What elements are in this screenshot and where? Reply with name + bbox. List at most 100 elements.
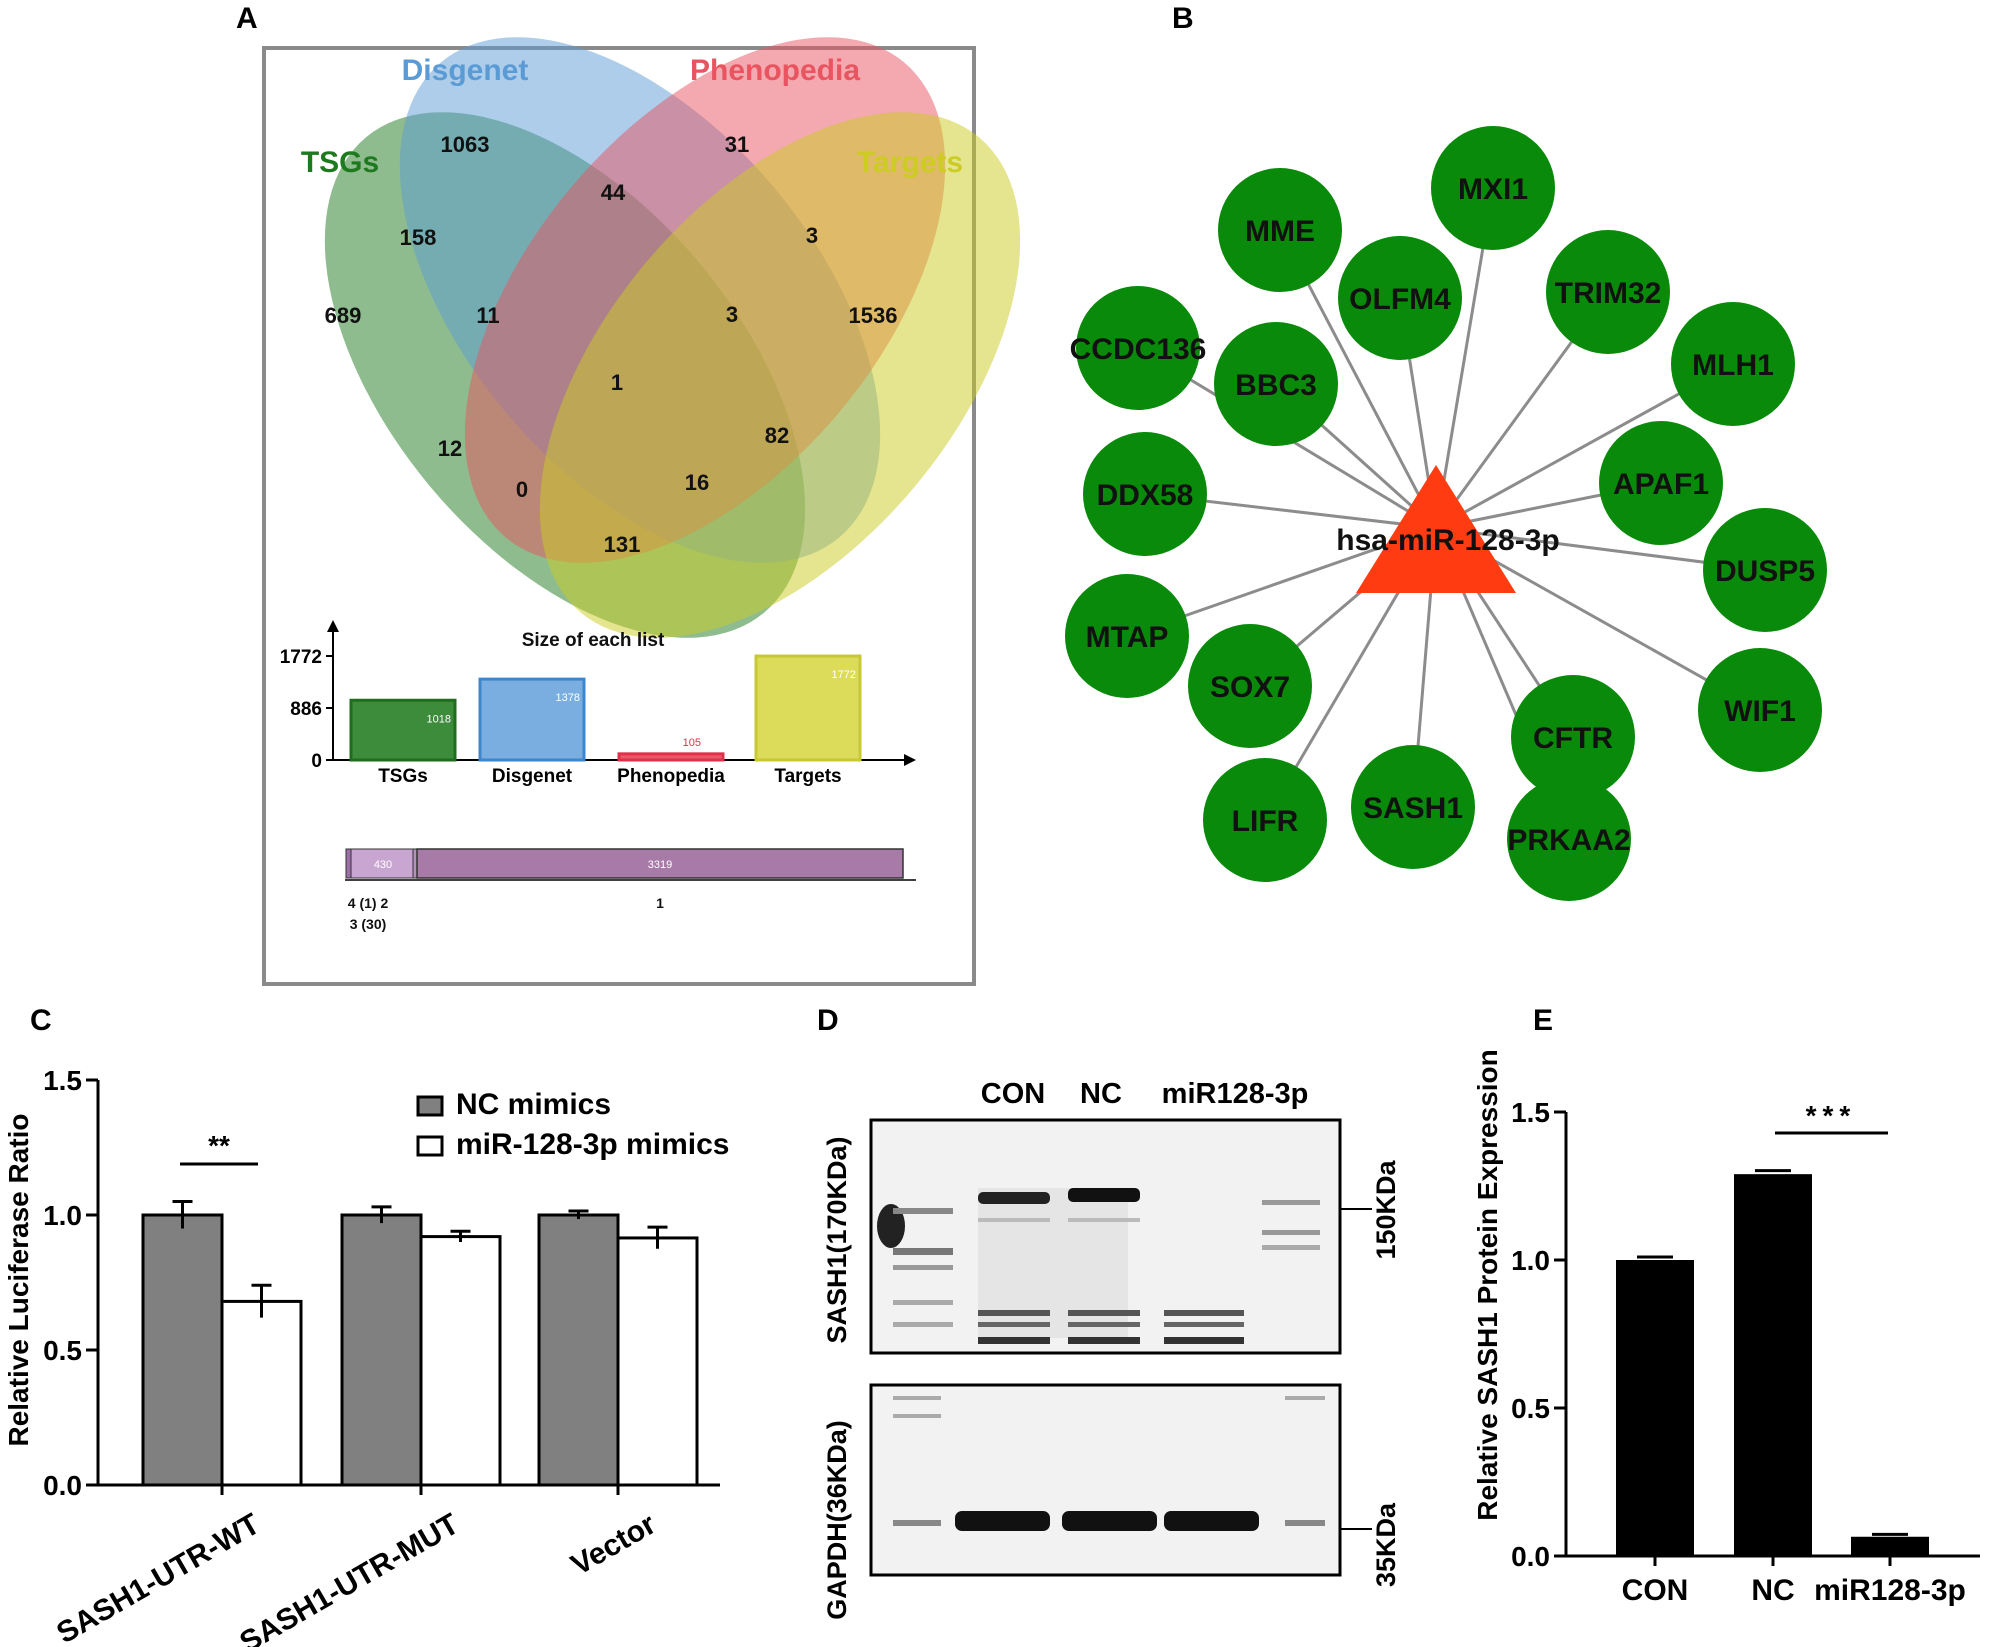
network-node: MXI1 [1431,126,1555,250]
network-node: CCDC136 [1070,286,1207,410]
ladder-band [1262,1230,1320,1235]
panel-label-d: D [817,1004,839,1037]
network-node-circle [1511,675,1635,799]
list-size-value-label: 105 [683,737,701,749]
luciferase-category: SASH1-UTR-MUT [234,1507,464,1647]
network-node: MTAP [1065,574,1189,698]
list-size-tick-label: 1772 [280,647,322,668]
low-band [1164,1337,1244,1344]
legend-swatch [416,1135,444,1157]
venn-count: 82 [765,423,789,448]
overlap-segment [350,848,414,879]
sash1-expression-chart: Relative SASH1 Protein Expression 0.00.5… [1472,1049,1980,1607]
list-size-category: Disgenet [492,766,573,787]
luciferase-bar [616,1236,699,1487]
venn-label-disgenet: Disgenet [402,54,529,87]
ladder-band [893,1208,953,1214]
legend-swatch [416,1095,444,1117]
expression-tick-label: 0.5 [1511,1393,1550,1424]
network-node-label: MME [1245,215,1315,248]
list-size-category: Targets [774,766,841,787]
panel-label-e: E [1533,1004,1553,1037]
gapdh-bands [893,1396,1325,1531]
network-center-node [1356,465,1516,593]
network-node-circle [1703,508,1827,632]
luciferase-bar [220,1299,303,1487]
network-center-label: hsa-miR-128-3p [1336,524,1559,557]
panel-a-frame [262,46,976,986]
expression-tick-label: 1.0 [1511,1245,1550,1276]
network-node-circle [1065,574,1189,698]
network-node-label: PRKAA2 [1507,824,1630,857]
ladder-band [893,1300,953,1305]
low-band [1164,1322,1244,1327]
network-node-circle [1076,286,1200,410]
network-node: SOX7 [1188,624,1312,748]
ladder-band [1262,1200,1320,1205]
low-band [1068,1322,1140,1327]
ladder-band [893,1520,941,1526]
network-node-label: CFTR [1533,722,1613,755]
expression-category: NC [1751,1574,1794,1607]
network-node-circle [1083,432,1207,556]
venn-count: 1063 [441,132,490,157]
network-node-circle [1507,777,1631,901]
network-node-label: WIF1 [1724,695,1796,728]
venn-count: 12 [438,436,462,461]
network-node: MLH1 [1671,302,1795,426]
sash1-band-nc [1068,1188,1140,1202]
venn-diagram: TSGs Disgenet Phenopedia Targets 1063 31… [301,37,1021,638]
network-node: APAF1 [1599,421,1723,545]
network-node-circle [1351,745,1475,869]
venn-count: 16 [685,470,709,495]
ladder-band [893,1265,953,1270]
low-band [1164,1310,1244,1316]
venn-count: 11 [476,303,499,328]
network-node: OLFM4 [1338,236,1462,360]
list-size-title: Size of each list [522,630,665,651]
low-band [978,1310,1050,1316]
network-node: TRIM32 [1546,230,1670,354]
network-node-circle [1431,126,1555,250]
network-node-circle [1546,230,1670,354]
network-node-label: TRIM32 [1555,277,1662,310]
luciferase-chart: Relative Luciferase Ratio 0.00.51.01.5SA… [3,1065,729,1647]
luciferase-tick-label: 0.5 [43,1335,82,1366]
network-node-label: MXI1 [1458,173,1528,206]
venn-count: 31 [725,132,749,157]
expression-bar [1851,1536,1929,1556]
x-axis-arrow [904,754,916,766]
blot-label-bottom: GAPDH(36KDa) [822,1420,852,1620]
network-node-label: LIFR [1232,805,1299,838]
network-node-circle [1599,421,1723,545]
network-node-circle [1203,758,1327,882]
ladder-band [893,1248,953,1255]
list-size-bar [478,677,586,762]
blot-marker-top: 150KDa [1371,1159,1401,1259]
minor-band [1068,1218,1140,1222]
panel-label-b: B [1172,2,1194,35]
network-node-label: CCDC136 [1070,333,1207,366]
venn-count: 689 [325,303,362,328]
venn-count: 3 [726,302,738,327]
expression-tick-label: 1.5 [1511,1097,1550,1128]
list-size-category: Phenopedia [617,766,725,787]
blot-label-top: SASH1(170KDa) [822,1136,852,1343]
gapdh-band-nc [1062,1511,1157,1531]
network-node-label: BBC3 [1235,369,1317,402]
list-size-value-label: 1772 [832,669,856,681]
significance-label: *** [1806,1100,1857,1131]
list-size-value-label: 1378 [556,692,580,704]
luciferase-bar [141,1213,224,1487]
network-node-circle [1671,302,1795,426]
network-node-label: DDX58 [1097,479,1194,512]
low-band [1068,1310,1140,1316]
venn-count: 3 [806,223,818,248]
sash1-band-con [978,1192,1050,1204]
sash1-bands [877,1188,1320,1344]
venn-count: 44 [601,180,626,205]
